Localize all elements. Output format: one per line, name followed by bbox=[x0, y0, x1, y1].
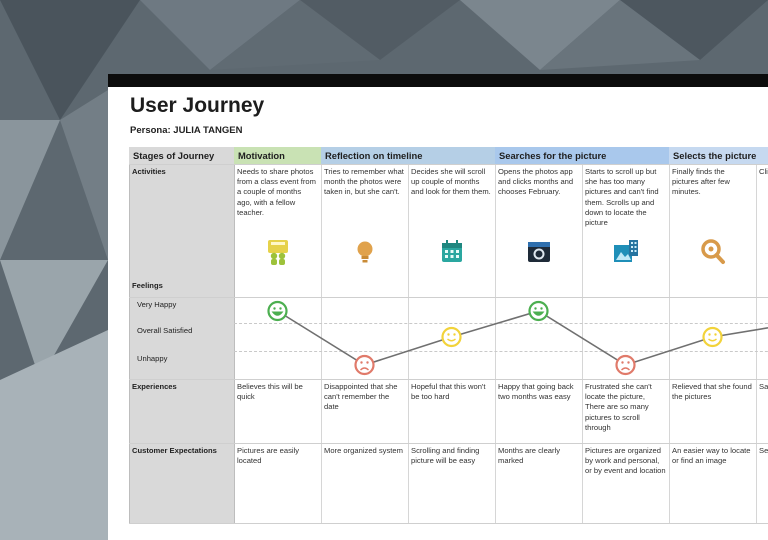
column-divider bbox=[582, 164, 583, 523]
expectation-cell: More organized system bbox=[324, 446, 403, 455]
activity-cell: Clic butt the bbox=[759, 167, 768, 176]
activity-cell: Opens the photos app and clicks months a… bbox=[498, 167, 574, 197]
experience-cell: Disappointed that she can't remember the… bbox=[324, 382, 398, 412]
satisfied-face-icon bbox=[441, 326, 462, 348]
stage-selects: Selects the picture bbox=[669, 147, 768, 164]
experience-cell: Happy that going back two months was eas… bbox=[498, 382, 574, 402]
magnifier-icon bbox=[698, 237, 728, 267]
unhappy-label: Unhappy bbox=[129, 351, 234, 379]
expectation-cell: Pictures are organized by work and perso… bbox=[585, 446, 666, 476]
calendar-icon bbox=[437, 237, 467, 267]
stage-reflection: Reflection on timeline bbox=[321, 147, 495, 164]
feeling-line bbox=[277, 310, 768, 366]
very-happy-label: Very Happy bbox=[129, 297, 234, 323]
feeling-level-divider bbox=[234, 351, 768, 352]
column-divider bbox=[321, 164, 322, 523]
row-divider bbox=[129, 297, 768, 298]
column-divider bbox=[756, 164, 757, 523]
journey-document: User Journey Persona: JULIA TANGEN Stage… bbox=[108, 74, 768, 540]
feelings-curve bbox=[267, 300, 768, 376]
camera-icon bbox=[524, 237, 554, 267]
activity-cell: Finally finds the pictures after few min… bbox=[672, 167, 730, 197]
experience-cell: Frustrated she can't locate the picture,… bbox=[585, 382, 652, 432]
very-happy-face-icon bbox=[528, 300, 549, 322]
feelings-label: Feelings bbox=[129, 267, 234, 297]
expectation-cell: Scrolling and finding picture will be ea… bbox=[411, 446, 480, 466]
expectation-cell: Pictures are easily located bbox=[237, 446, 300, 466]
journey-map-table: Stages of Journey Motivation Reflection … bbox=[129, 147, 768, 524]
overall-satisfied-label: Overall Satisfied bbox=[129, 323, 234, 351]
unhappy-face-icon bbox=[615, 354, 636, 376]
activity-cell: Needs to share photos from a class event… bbox=[237, 167, 316, 217]
activity-cell: Tries to remember what month the photos … bbox=[324, 167, 404, 197]
very-happy-face-icon bbox=[267, 300, 288, 322]
experience-cell: Relieved that she found the pictures bbox=[672, 382, 752, 402]
experience-cell: Hopeful that this won't be too hard bbox=[411, 382, 486, 402]
stages-header-label: Stages of Journey bbox=[129, 147, 234, 164]
column-divider bbox=[495, 164, 496, 523]
page-title: User Journey bbox=[130, 94, 265, 117]
column-divider bbox=[129, 164, 130, 523]
document-top-bar bbox=[108, 74, 768, 87]
expectation-cell: Months are clearly marked bbox=[498, 446, 561, 466]
activity-cell: Starts to scroll up but she has too many… bbox=[585, 167, 659, 228]
unhappy-face-icon bbox=[354, 354, 375, 376]
stage-searches: Searches for the picture bbox=[495, 147, 669, 164]
row-divider bbox=[129, 443, 768, 444]
experiences-label: Experiences bbox=[129, 379, 234, 443]
expectation-cell: Sel use bbox=[759, 446, 768, 455]
row-divider bbox=[129, 379, 768, 380]
lightbulb-icon bbox=[350, 237, 380, 267]
expectations-label: Customer Expectations bbox=[129, 443, 234, 523]
photo-gallery-icon bbox=[611, 237, 641, 267]
expectation-cell: An easier way to locate or find an image bbox=[672, 446, 751, 466]
feeling-level-divider bbox=[234, 323, 768, 324]
experience-cell: Sat sys ima bbox=[759, 382, 768, 391]
column-divider bbox=[408, 164, 409, 523]
satisfied-face-icon bbox=[702, 326, 723, 348]
row-divider bbox=[129, 523, 768, 524]
persona-label: Persona: JULIA TANGEN bbox=[130, 125, 243, 136]
column-divider bbox=[669, 164, 670, 523]
experience-cell: Believes this will be quick bbox=[237, 382, 303, 402]
column-divider bbox=[234, 164, 235, 523]
row-divider bbox=[129, 164, 768, 165]
stage-motivation: Motivation bbox=[234, 147, 321, 164]
activity-cell: Decides she will scroll up couple of mon… bbox=[411, 167, 491, 197]
presenter-icon bbox=[263, 237, 293, 267]
activities-label: Activities bbox=[129, 164, 234, 267]
